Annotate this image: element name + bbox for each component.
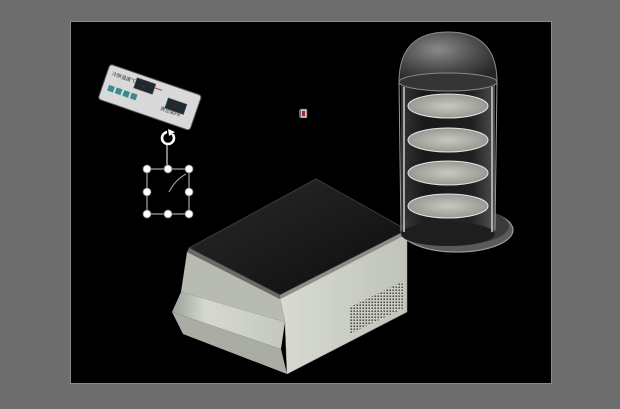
panel-right-digits: - <box>172 103 178 111</box>
panel-button-2 <box>114 87 123 96</box>
selection-box[interactable] <box>142 128 194 219</box>
arc-shape[interactable] <box>168 173 187 193</box>
tray-4 <box>407 193 489 219</box>
small-icon-picture[interactable] <box>299 108 308 119</box>
dryer-top-rim <box>187 248 280 299</box>
resize-handle-top-right[interactable] <box>184 164 194 174</box>
freeze-dryer-picture[interactable] <box>172 31 514 375</box>
resize-handle-left[interactable] <box>142 187 152 197</box>
panel-button-4 <box>129 92 138 101</box>
dryer-bevel-lower <box>172 312 287 374</box>
dryer-bevel-upper <box>181 252 285 322</box>
control-panel-body <box>98 64 202 131</box>
dryer-vent-grille <box>350 281 404 334</box>
rotate-icon[interactable] <box>160 128 176 146</box>
dryer-top-rim-side <box>280 230 407 299</box>
control-panel-picture[interactable]: 冷阱温度℃ 真空度Pa - - <box>98 64 202 131</box>
resize-handle-bottom-left[interactable] <box>142 209 152 219</box>
chamber-dome <box>398 31 498 83</box>
slide-drawing: 冷阱温度℃ 真空度Pa - - <box>98 31 514 375</box>
resize-handle-right[interactable] <box>184 187 194 197</box>
panel-button-3 <box>122 90 130 98</box>
panel-brand-mark <box>154 87 163 91</box>
resize-handle-top[interactable] <box>163 164 173 174</box>
glass-edge-left <box>398 81 402 231</box>
tray-2 <box>407 127 489 153</box>
tray-1 <box>407 93 489 119</box>
resize-handle-bottom-right[interactable] <box>184 209 194 219</box>
tray-3 <box>407 160 489 186</box>
chamber-bottom <box>401 222 495 246</box>
panel-left-digits: - <box>140 83 146 91</box>
panel-right-display <box>164 97 188 116</box>
resize-handle-bottom[interactable] <box>163 209 173 219</box>
glass-edge-right <box>494 81 498 231</box>
panel-left-display <box>133 77 157 95</box>
resize-handle-top-left[interactable] <box>142 164 152 174</box>
dryer-side-face <box>279 233 408 375</box>
dome-rim <box>398 72 498 92</box>
panel-button-1 <box>107 84 115 93</box>
slide[interactable]: 冷阱温度℃ 真空度Pa - - <box>70 21 552 384</box>
dryer-front-face <box>172 292 285 349</box>
